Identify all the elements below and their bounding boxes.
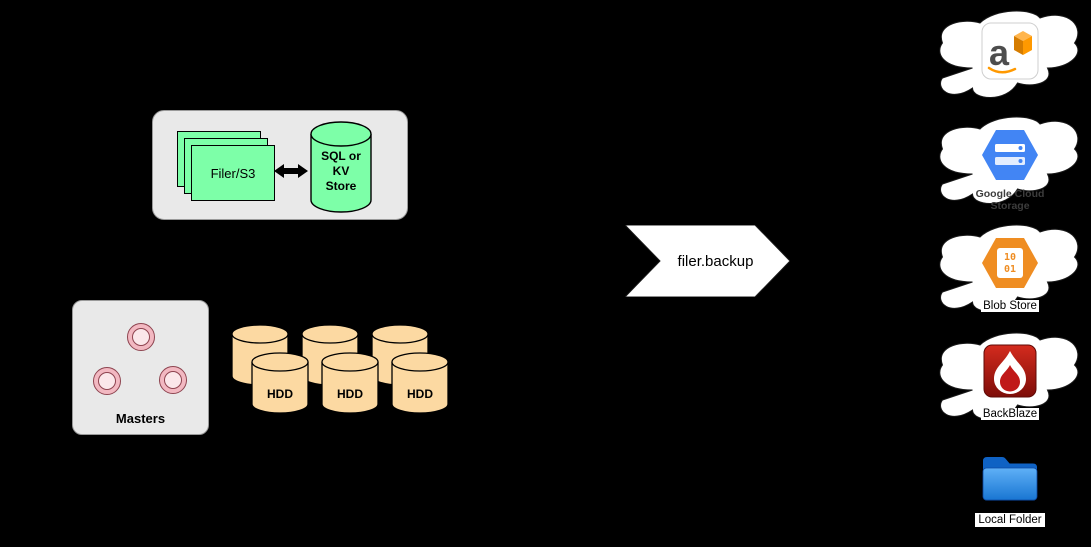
backblaze-label: BackBlaze [935,408,1085,420]
hdd-label: HDD [267,387,293,401]
backblaze-label-text: BackBlaze [980,408,1040,420]
volume-cylinder-front: HDD [251,352,309,414]
masters-label: Masters [115,411,166,426]
sql-kv-store-label: SQL or KV Store [321,149,361,193]
filer-stack-label: Filer/S3 [210,165,256,181]
google-cloud-storage-icon [982,130,1038,180]
hdd-cylinder-icon [321,352,379,414]
backblaze-flame-icon [983,344,1037,398]
local-folder-label: Local Folder [935,513,1085,527]
hdd-cylinder-icon [391,352,449,414]
filer-cluster-panel: Filer/S3 SQL or KV Store [152,110,408,220]
svg-text:01: 01 [1004,264,1016,275]
blob-store-icon: 10 01 [982,238,1038,288]
google-cloud-storage-label-text: Google Cloud Storage [975,188,1045,213]
cloud-backblaze: BackBlaze [935,330,1085,430]
filer-stack-front: Filer/S3 [191,145,275,201]
folder-icon [982,457,1038,501]
master-node-icon [93,367,121,395]
blob-store-label-text: Blob Store [981,300,1039,312]
volume-cylinder-front: HDD [321,352,379,414]
volume-cylinder-front: HDD [391,352,449,414]
blob-store-label: Blob Store [935,300,1085,312]
cloud-google-cloud-storage: Google Cloud Storage [935,114,1085,214]
aws-s3-icon: a [981,22,1039,80]
destination-local-folder: Local Folder [935,444,1085,544]
hdd-cylinder-icon [251,352,309,414]
master-node-icon [127,323,155,351]
filer-backup-arrow: filer.backup [623,224,791,298]
hdd-label: HDD [337,387,363,401]
database-cylinder-icon [310,121,372,213]
cloud-blob-store: 10 01 Blob Store [935,222,1085,322]
svg-text:10: 10 [1004,252,1016,263]
master-node-icon [159,366,187,394]
svg-text:a: a [989,32,1010,73]
google-cloud-storage-label: Google Cloud Storage [935,188,1085,212]
bidirectional-arrow-icon [274,164,308,178]
cloud-amazon-s3: a [935,8,1085,108]
local-folder-label-text: Local Folder [975,513,1045,527]
sql-kv-store-cylinder: SQL or KV Store [310,121,372,213]
filer-backup-label: filer.backup [677,252,754,270]
hdd-label: HDD [407,387,433,401]
masters-panel: Masters [72,300,209,435]
